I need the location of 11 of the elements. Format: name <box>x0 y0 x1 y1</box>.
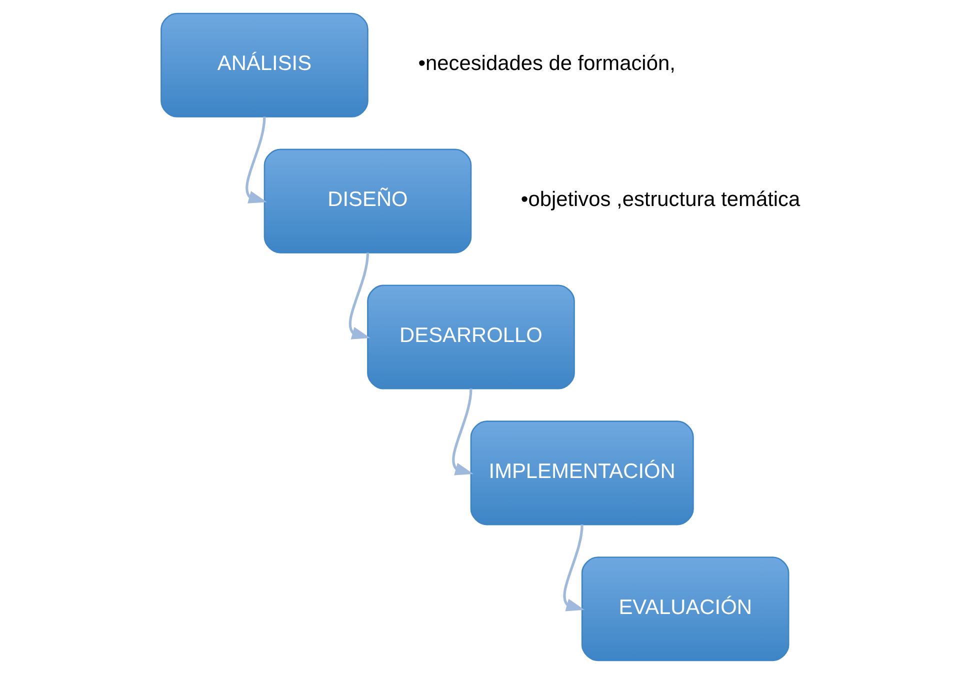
arrow <box>563 524 585 612</box>
node-box: DESARROLLO <box>367 284 575 390</box>
node-label: •necesidades de formación, <box>418 52 676 76</box>
arrow <box>452 388 474 476</box>
node-box: DISEÑO <box>264 148 472 254</box>
node-label: •objetivos ,estructura temática <box>520 188 800 212</box>
node-box: EVALUACIÓN <box>581 556 790 662</box>
node-box: IMPLEMENTACIÓN <box>470 420 694 526</box>
node-box: ANÁLISIS <box>160 12 368 118</box>
arrow <box>246 116 267 204</box>
arrow <box>348 252 370 340</box>
